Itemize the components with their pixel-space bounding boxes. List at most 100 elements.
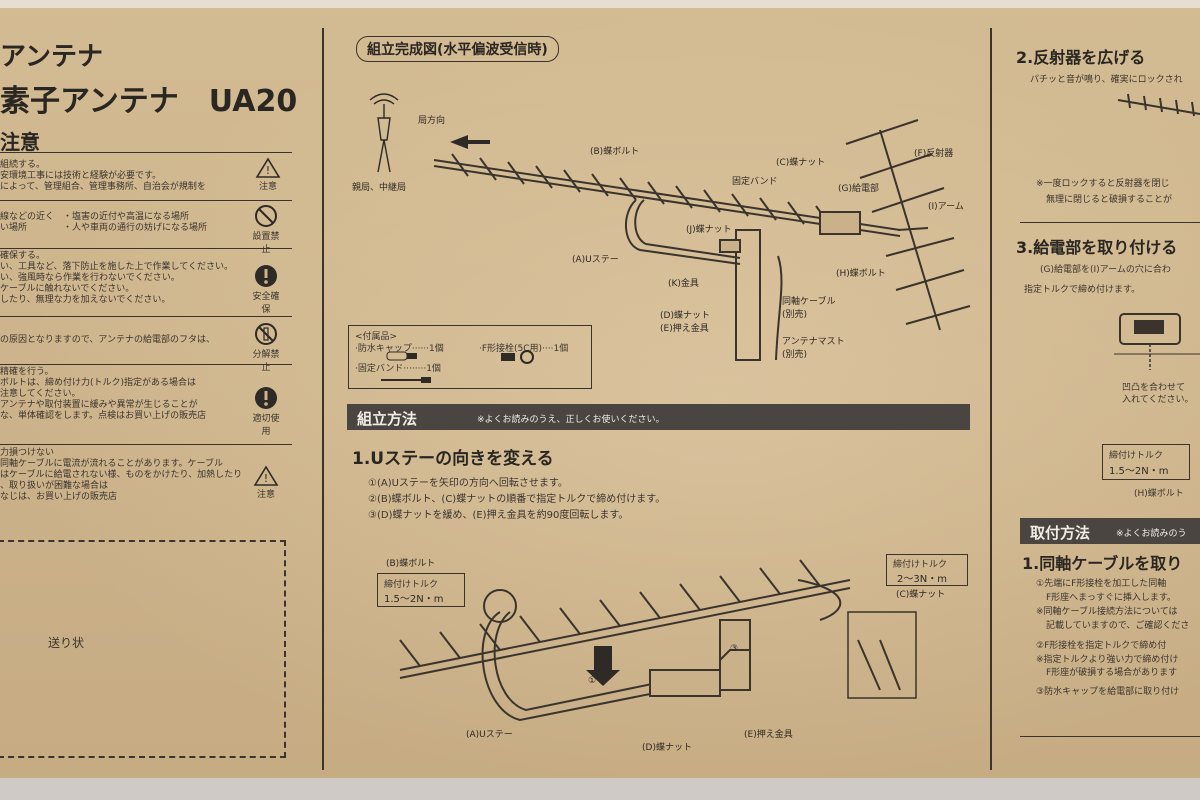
step3-title: 3.給電部を取り付ける bbox=[1016, 238, 1178, 257]
step-label-b-bolt: (B)蝶ボルト bbox=[386, 559, 436, 569]
torque-value: 1.5〜2N・m bbox=[1109, 466, 1169, 477]
caution-text: ボルトは、締め付け力(トルク)指定がある場合は bbox=[0, 378, 197, 388]
label-d-nut: (D)蝶ナット bbox=[660, 311, 710, 321]
panel-divider-left bbox=[322, 28, 324, 770]
u-stay-rotation-diagram bbox=[399, 559, 917, 722]
feed-unit-diagram bbox=[1114, 313, 1200, 370]
top-edge bbox=[0, 0, 1200, 8]
label-a-ustay: (A)Uステー bbox=[572, 255, 619, 265]
icon-caption: 適切使用 bbox=[252, 414, 280, 437]
caution-row-3: 確保する。 い、工具など、落下防止を施した上で作業してください。 い、強風時なら… bbox=[0, 251, 233, 306]
icon-caption: 分解禁止 bbox=[252, 350, 280, 373]
label-g-feed: (G)給電部 bbox=[838, 184, 879, 194]
mount-line: F形座が破損する場合があります bbox=[1046, 668, 1178, 678]
divider bbox=[1020, 736, 1200, 737]
caution-row-5: 精確を行う。 ボルトは、締め付け力(トルク)指定がある場合は 注意してください。… bbox=[0, 367, 206, 422]
label-c-nut: (C)蝶ナット bbox=[776, 158, 826, 168]
caution-text: な、単体確認をします。点検はお買い上げの販売店 bbox=[0, 411, 207, 421]
accessories-box: <付属品> ·防水キャップ······1個 ·F形接栓(5C用)····1個 ·… bbox=[348, 325, 592, 389]
u-stay-and-mast bbox=[624, 199, 861, 361]
step-label-e-press: (E)押え金具 bbox=[744, 730, 793, 740]
torque-title: 締付けトルク bbox=[1109, 451, 1164, 461]
torque-value: 1.5〜2N・m bbox=[384, 594, 444, 605]
mailing-label-text: 送り状 bbox=[48, 636, 85, 650]
product-title-line1: アンテナ bbox=[0, 42, 103, 72]
caution-text: したり、無理な力を加えないでください。 bbox=[0, 295, 171, 305]
step-label-d-nut: (D)蝶ナット bbox=[642, 743, 692, 753]
broadcast-tower-icon bbox=[369, 93, 399, 173]
torque-value: 2〜3N・m bbox=[897, 574, 947, 585]
mandatory-icon: 適切使用 bbox=[250, 386, 282, 437]
bottom-edge bbox=[0, 778, 1200, 800]
step2-title: 2.反射器を広げる bbox=[1016, 48, 1146, 67]
step-number-3: ③ bbox=[730, 644, 739, 654]
mounting-method-banner: 取付方法 ※よくお読みのう bbox=[1020, 518, 1200, 544]
mount-step1-title: 1.同軸ケーブルを取り bbox=[1022, 554, 1183, 573]
caution-text: 同軸ケーブルに電流が流れることがあります。ケーブル bbox=[0, 459, 224, 469]
warning-triangle-icon: ! 注意 bbox=[250, 465, 282, 500]
rotation-arrow bbox=[586, 646, 620, 686]
caution-section-title: 注意 bbox=[0, 130, 40, 154]
caution-text: 線などの近く ・塩害の近付や高温になる場所 bbox=[0, 212, 190, 222]
fixing-band-icon bbox=[381, 377, 431, 383]
caution-text: 確保する。 bbox=[0, 251, 46, 261]
caution-text: い、工具など、落下防止を施した上で作業してください。 bbox=[0, 262, 234, 272]
step2-note: 無理に閉じると破損することが bbox=[1046, 195, 1173, 205]
caution-text: によって、管理組合、管理事務所、自治会が規制を bbox=[0, 182, 206, 192]
step3-align: 凹凸を合わせて bbox=[1122, 383, 1186, 393]
divider bbox=[0, 364, 292, 365]
product-title-line2: 素子アンテナ UA20 bbox=[0, 84, 298, 119]
step1-line: ②(B)蝶ボルト、(C)蝶ナットの順番で指定トルクで締め付けます。 bbox=[368, 494, 666, 505]
label-h-bolt: (H)蝶ボルト bbox=[836, 269, 886, 279]
caution-text: アンテナや取付装置に緩みや異常が生じることが bbox=[0, 400, 198, 410]
caution-row-2: 線などの近く ・塩害の近付や高温になる場所 い場所 ・人や車両の通行の妨げになる… bbox=[0, 212, 207, 234]
waterproof-cap-icon bbox=[386, 351, 417, 361]
divider bbox=[0, 152, 292, 153]
label-mast: アンテナマスト bbox=[782, 337, 845, 347]
assembly-diagram-title: 組立完成図(水平偏波受信時) bbox=[356, 36, 559, 62]
caution-row-6: 力損つけない 同軸ケーブルに電流が流れることがあります。ケーブル はケーブルに給… bbox=[0, 448, 242, 503]
accessory-item: ·防水キャップ······1個 bbox=[355, 344, 444, 354]
direction-arrow bbox=[450, 135, 490, 149]
icon-caption: 注意 bbox=[256, 490, 275, 500]
label-station: 親局、中継局 bbox=[352, 183, 407, 193]
step2-note: ※一度ロックすると反射器を閉じ bbox=[1036, 179, 1170, 189]
detail-inset bbox=[847, 611, 917, 699]
icon-caption: 注意 bbox=[258, 182, 277, 192]
mailing-label-area bbox=[0, 540, 286, 758]
mount-line: ※指定トルクより強い力で締め付け bbox=[1036, 655, 1179, 665]
torque-box-right: 締付けトルク 2〜3N・m bbox=[886, 554, 968, 586]
label-f-reflector: (F)反射器 bbox=[914, 149, 954, 159]
step3-h-bolt: (H)蝶ボルト bbox=[1134, 489, 1184, 499]
svg-text:!: ! bbox=[266, 164, 270, 177]
caution-text: ケーブルに触れないでください。 bbox=[0, 284, 135, 294]
panel-divider-right bbox=[990, 28, 992, 770]
detail-inset-lines bbox=[857, 639, 901, 691]
mandatory-icon: 安全確保 bbox=[250, 264, 282, 315]
reflector bbox=[845, 119, 971, 331]
caution-text: 、取り扱いが困難な場合は bbox=[0, 481, 109, 491]
banner-title: 組立方法 bbox=[357, 410, 418, 428]
accessory-item: ·F形接栓(5C用)····1個 bbox=[479, 344, 569, 354]
mount-line: ※同軸ケーブル接続方法については bbox=[1036, 607, 1178, 617]
accessory-item: ·固定バンド········1個 bbox=[355, 364, 441, 374]
label-k-fitting: (K)金具 bbox=[668, 279, 699, 289]
assembly-method-banner: 組立方法 ※よくお読みのうえ、正しくお使いください。 bbox=[347, 404, 970, 430]
icon-caption: 設置禁止 bbox=[252, 232, 280, 255]
step-label-a-ustay: (A)Uステー bbox=[466, 730, 513, 740]
mount-line: F形座へまっすぐに挿入します。 bbox=[1046, 593, 1176, 603]
label-e-press: (E)押え金具 bbox=[660, 324, 709, 334]
f-connector-icon bbox=[501, 350, 534, 364]
warning-triangle-icon: ! 注意 bbox=[252, 157, 284, 192]
divider bbox=[0, 316, 292, 317]
icon-caption: 安全確保 bbox=[252, 292, 280, 315]
label-b-bolt: (B)蝶ボルト bbox=[590, 147, 640, 157]
torque-title: 締付けトルク bbox=[893, 560, 948, 570]
caution-text: はケーブルに給電されない様、ものをかけたり、加熱したり bbox=[0, 470, 243, 480]
banner-note: ※よくお読みのうえ、正しくお使いください。 bbox=[477, 415, 665, 425]
label-j-nut: (J)蝶ナット bbox=[686, 225, 732, 235]
label-coax-sep: (別売) bbox=[782, 310, 808, 320]
caution-row-1: 組続する。 安環境工事には技術と経験が必要です。 によって、管理組合、管理事務所… bbox=[0, 160, 206, 193]
mount-line: ①先端にF形接栓を加工した同軸 bbox=[1036, 579, 1167, 589]
label-direction: 局方向 bbox=[418, 116, 446, 126]
